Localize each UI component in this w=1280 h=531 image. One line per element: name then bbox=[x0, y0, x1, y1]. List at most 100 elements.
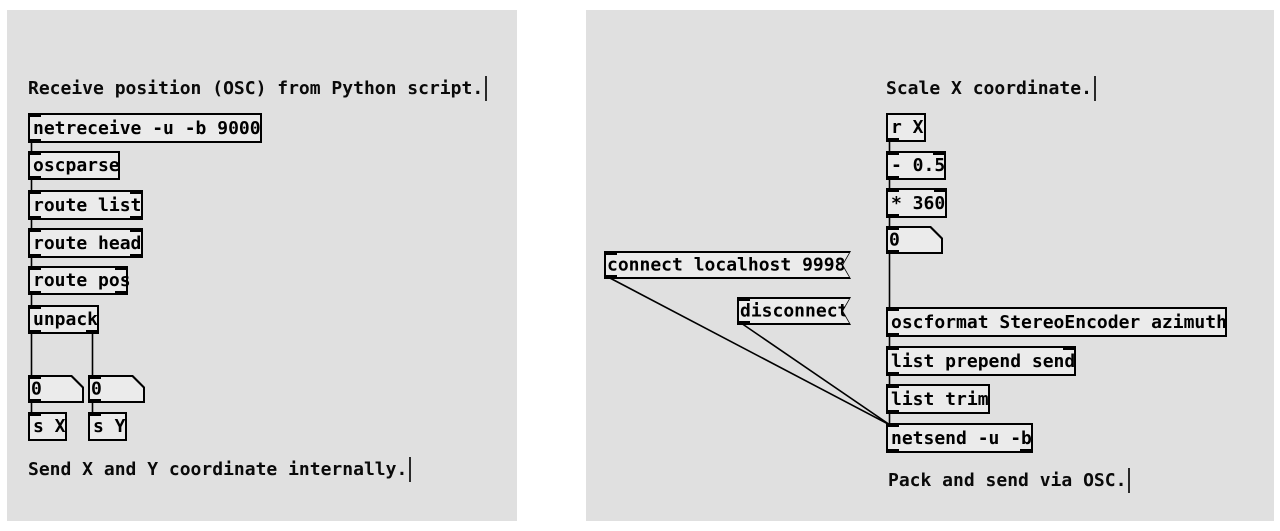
message-box-fill bbox=[606, 253, 849, 277]
disconnect-message[interactable]: disconnect bbox=[737, 297, 851, 325]
inlet-nub bbox=[886, 423, 899, 427]
inlet-nub bbox=[886, 226, 899, 230]
inlet-nub bbox=[130, 228, 143, 232]
inlet-nub bbox=[934, 188, 947, 192]
inlet-nub bbox=[88, 375, 101, 379]
outlet-nub bbox=[886, 449, 899, 453]
object-text: * 360 bbox=[891, 192, 946, 214]
outlet-nub bbox=[28, 399, 41, 403]
connect-message[interactable]: connect localhost 9998 bbox=[604, 251, 851, 279]
number-box-x[interactable]: 0 bbox=[28, 375, 84, 403]
subtract-object[interactable]: - 0.5 bbox=[886, 151, 946, 180]
unpack-object[interactable]: unpack bbox=[28, 305, 99, 334]
inlet-nub bbox=[28, 412, 41, 416]
text-caret bbox=[1093, 76, 1096, 101]
object-text: unpack bbox=[33, 309, 99, 330]
message-text: disconnect bbox=[740, 300, 849, 322]
outlet-nub bbox=[604, 275, 617, 279]
route-pos-object[interactable]: route pos bbox=[28, 266, 131, 295]
outlet-nub bbox=[28, 254, 41, 258]
list-trim-object[interactable]: list trim bbox=[886, 384, 990, 414]
outlet-nub bbox=[86, 330, 99, 334]
inlet-nub bbox=[604, 251, 617, 255]
oscformat-object[interactable]: oscformat StereoEncoder azimuth bbox=[886, 307, 1227, 337]
inlet-nub bbox=[28, 375, 41, 379]
outlet-nub bbox=[88, 399, 101, 403]
number-box-y[interactable]: 0 bbox=[88, 375, 145, 403]
object-text: oscformat StereoEncoder azimuth bbox=[891, 311, 1227, 333]
comment-scale-x: Scale X coordinate. bbox=[886, 76, 1096, 101]
inlet-nub bbox=[737, 297, 750, 301]
netsend-object[interactable]: netsend -u -b bbox=[886, 423, 1033, 453]
message-text: connect localhost 9998 bbox=[607, 254, 846, 276]
outlet-nub bbox=[28, 139, 41, 143]
netreceive-object[interactable]: netreceive -u -b 9000 bbox=[28, 113, 262, 143]
comment-text: Pack and send via OSC. bbox=[888, 470, 1127, 491]
outlet-nub bbox=[28, 176, 41, 180]
text-caret bbox=[1128, 468, 1131, 493]
inlet-nub bbox=[886, 188, 899, 192]
outlet-nub bbox=[886, 214, 899, 218]
outlet-nub bbox=[737, 321, 750, 325]
comment-text: Send X and Y coordinate internally. bbox=[28, 459, 408, 480]
number-box-fill bbox=[90, 377, 143, 401]
comment-text: Receive position (OSC) from Python scrip… bbox=[28, 78, 484, 99]
outlet-nub bbox=[886, 410, 899, 414]
outlet-nub bbox=[130, 216, 143, 220]
object-text: route head bbox=[33, 232, 142, 254]
outlet-nub bbox=[130, 254, 143, 258]
comment-send-internally: Send X and Y coordinate internally. bbox=[28, 457, 412, 482]
inlet-nub bbox=[28, 266, 41, 270]
object-text: r X bbox=[891, 117, 924, 138]
comment-pack-send: Pack and send via OSC. bbox=[888, 468, 1131, 493]
multiply-object[interactable]: * 360 bbox=[886, 188, 947, 218]
inlet-nub bbox=[886, 346, 899, 350]
inlet-nub bbox=[886, 384, 899, 388]
outlet-nub bbox=[886, 176, 899, 180]
inlet-nub bbox=[28, 151, 41, 155]
object-text: oscparse bbox=[33, 155, 120, 176]
number-value: 0 bbox=[91, 378, 102, 400]
inlet-nub bbox=[28, 190, 41, 194]
inlet-nub bbox=[1063, 346, 1076, 350]
outlet-nub bbox=[886, 138, 899, 142]
object-text: netreceive -u -b 9000 bbox=[33, 117, 261, 139]
number-box-azimuth[interactable]: 0 bbox=[886, 226, 943, 254]
route-head-object[interactable]: route head bbox=[28, 228, 143, 258]
outlet-nub bbox=[886, 333, 899, 337]
route-list-object[interactable]: route list bbox=[28, 190, 143, 220]
receive-x-object[interactable]: r X bbox=[886, 113, 926, 142]
oscparse-object[interactable]: oscparse bbox=[28, 151, 120, 180]
text-caret bbox=[409, 457, 412, 482]
object-text: s Y bbox=[93, 416, 126, 437]
inlet-nub bbox=[933, 151, 946, 155]
text-caret bbox=[485, 76, 488, 101]
list-prepend-object[interactable]: list prepend send bbox=[886, 346, 1076, 376]
inlet-nub bbox=[130, 190, 143, 194]
object-text: list prepend send bbox=[891, 350, 1076, 372]
object-text: route list bbox=[33, 194, 142, 216]
outlet-nub bbox=[886, 250, 899, 254]
inlet-nub bbox=[115, 266, 128, 270]
object-text: route pos bbox=[33, 270, 131, 291]
inlet-nub bbox=[28, 305, 41, 309]
object-text: list trim bbox=[891, 388, 989, 410]
object-text: s X bbox=[33, 416, 66, 437]
inlet-nub bbox=[886, 151, 899, 155]
send-y-object[interactable]: s Y bbox=[88, 412, 127, 441]
send-x-object[interactable]: s X bbox=[28, 412, 67, 441]
number-box-fill bbox=[888, 228, 941, 252]
number-box-fill bbox=[30, 377, 82, 401]
object-text: netsend -u -b bbox=[891, 427, 1032, 449]
outlet-nub bbox=[28, 291, 41, 295]
outlet-nub bbox=[28, 216, 41, 220]
inlet-nub bbox=[88, 412, 101, 416]
number-value: 0 bbox=[889, 229, 900, 251]
number-value: 0 bbox=[31, 378, 42, 400]
inlet-nub bbox=[28, 113, 41, 117]
outlet-nub bbox=[1020, 449, 1033, 453]
outlet-nub bbox=[886, 372, 899, 376]
inlet-nub bbox=[28, 228, 41, 232]
outlet-nub bbox=[28, 330, 41, 334]
